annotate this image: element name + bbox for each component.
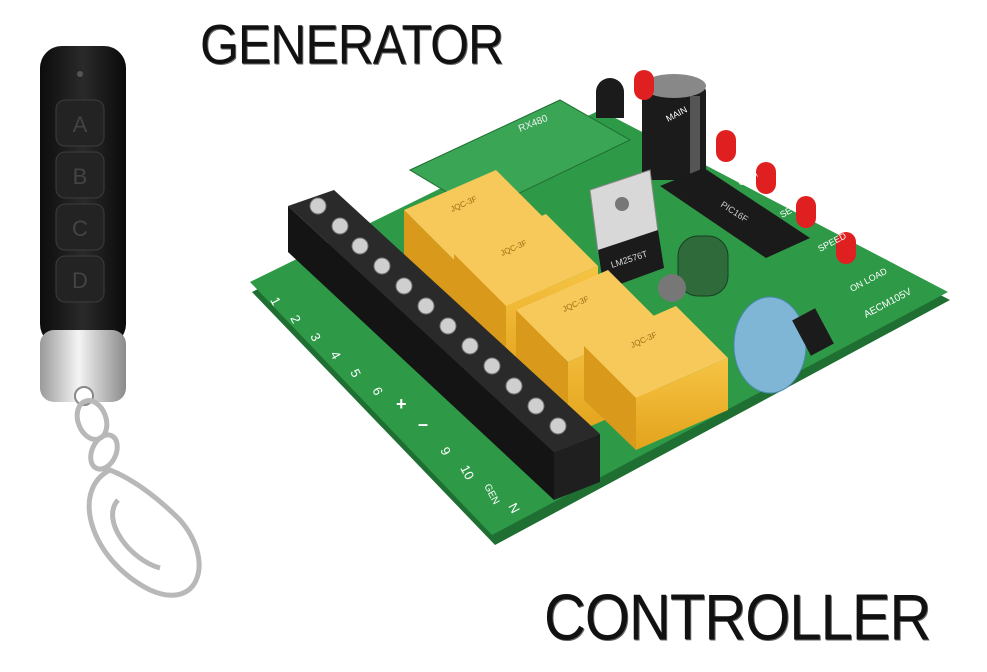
terminal-block xyxy=(288,190,600,500)
voltage-regulator: LM2576T xyxy=(589,169,664,290)
remote-button-a-label: A xyxy=(73,112,88,137)
inductor xyxy=(658,274,686,302)
remote-button-d-label: D xyxy=(72,268,88,293)
remote-button-c-label: C xyxy=(72,216,88,241)
terminal-screws xyxy=(309,197,567,435)
led-com xyxy=(716,130,736,162)
relay-4: JQC-3F xyxy=(584,306,728,450)
remote-button-group: A B C D xyxy=(55,99,105,303)
remote-button-a xyxy=(55,99,105,147)
jumper-header xyxy=(792,308,834,356)
led-on-load xyxy=(836,232,856,264)
microcontroller-ic xyxy=(660,168,810,258)
generator-caption: GENERATOR xyxy=(200,13,504,76)
keyring-chain xyxy=(74,398,202,598)
terminal-label-minus: – xyxy=(418,414,428,434)
terminal-label-10: 10 xyxy=(457,462,477,482)
controller-board: RX480 PIC16F LM2576T xyxy=(250,70,950,545)
small-capacitor xyxy=(677,235,729,297)
electrolytic-capacitor xyxy=(642,74,706,180)
led-main xyxy=(634,70,654,100)
remote-control: A B C D xyxy=(40,46,202,598)
remote-led-indicator xyxy=(77,71,83,77)
varistor xyxy=(733,296,807,394)
remote-button-b xyxy=(55,151,105,199)
led-label-com: COM xyxy=(736,169,759,188)
led-speed xyxy=(796,196,816,228)
remote-metal-cap xyxy=(40,330,126,402)
led-group xyxy=(634,70,856,264)
controller-caption: CONTROLLER xyxy=(544,581,931,654)
remote-button-d xyxy=(55,255,105,303)
remote-button-c xyxy=(55,203,105,251)
remote-button-b-label: B xyxy=(73,164,88,189)
terminal-label-plus: + xyxy=(396,394,407,414)
led-set xyxy=(756,162,776,194)
transistor xyxy=(596,78,624,118)
